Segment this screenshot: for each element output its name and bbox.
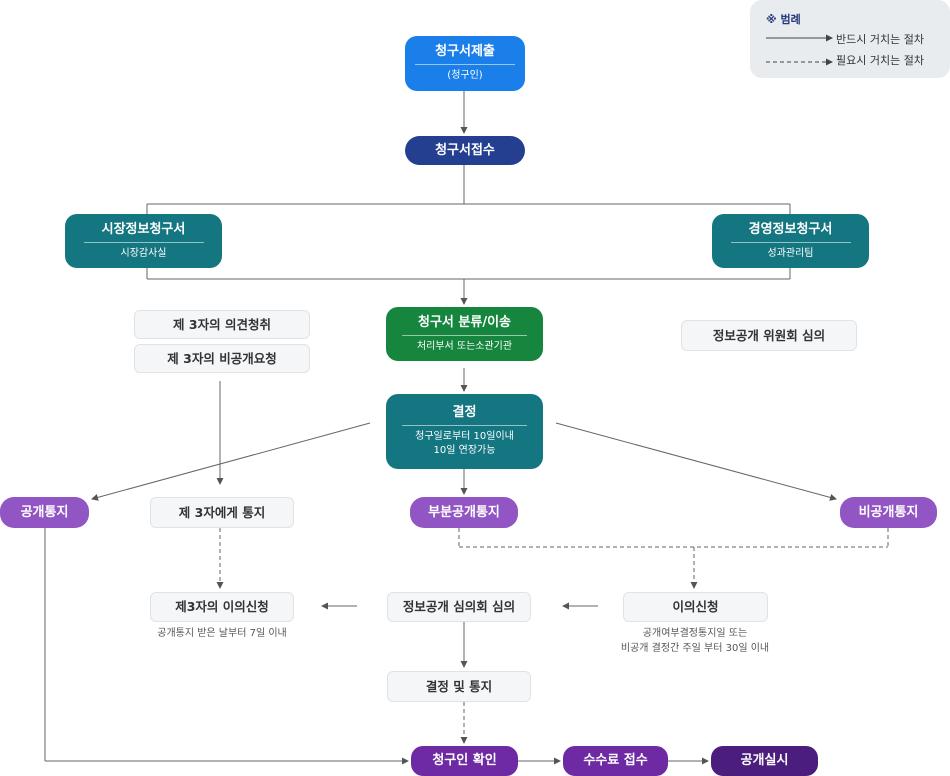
partial-notice-title: 부분공개통지 xyxy=(428,504,500,520)
request-receive-title: 청구서접수 xyxy=(435,142,495,158)
node-partial-notice: 부분공개통지 xyxy=(410,497,518,528)
classify-sub: 처리부서 또는소관기관 xyxy=(416,340,513,352)
legend-title: ※ 범례 xyxy=(766,13,801,26)
node-business-request: 경영정보청구서 성과관리팀 xyxy=(712,214,869,268)
legend-solid-arrow-icon xyxy=(766,34,833,42)
legend-dashed-label: 필요시 거치는 절차 xyxy=(836,54,924,67)
objection-title: 이의신청 xyxy=(672,599,719,614)
divider xyxy=(83,241,204,243)
final-decision-title: 결정 및 통지 xyxy=(425,678,493,694)
committee-mid-title: 정보공개 심의회 심의 xyxy=(402,599,516,614)
objection-caption-1: 공개여부결정통지일 또는 xyxy=(642,628,748,639)
arrow-decision-nonpublic xyxy=(555,422,837,501)
node-objection: 이의신청 xyxy=(623,592,768,622)
objection-caption-2: 비공개 결정간 주일 부터 30일 이내 xyxy=(620,643,770,654)
classify-title: 청구서 분류/이송 xyxy=(418,314,511,330)
decision-title: 결정 xyxy=(452,405,477,420)
arrow-decision-public xyxy=(91,422,371,501)
node-third-party-notice: 제 3자에게 통지 xyxy=(150,497,294,528)
legend-solid-label: 반드시 거치는 절차 xyxy=(836,33,924,46)
decision-sub-1: 청구일로부터 10일이내 xyxy=(415,431,514,442)
third-nondisclose-title: 제 3자의 비공개요청 xyxy=(167,350,277,366)
confirm-title: 청구인 확인 xyxy=(432,753,497,768)
market-request-title: 시장정보청구서 xyxy=(101,221,186,237)
legend: ※ 범례 반드시 거치는 절차 필요시 거치는 절차 xyxy=(750,0,950,78)
third-notice-title: 제 3자에게 통지 xyxy=(178,504,266,520)
execute-title: 공개실시 xyxy=(740,753,789,768)
node-classify: 청구서 분류/이송 처리부서 또는소관기관 xyxy=(386,307,543,361)
divider xyxy=(402,334,527,336)
node-request-submit: 청구서제출 (청구인) xyxy=(405,36,525,91)
divider xyxy=(730,241,851,243)
node-nonpublic-notice: 비공개통지 xyxy=(840,497,937,528)
node-third-objection: 제3자의 이의신청 xyxy=(150,592,294,622)
divider xyxy=(415,64,515,65)
decision-sub-2: 10일 연장가능 xyxy=(433,445,496,456)
third-objection-title: 제3자의 이의신청 xyxy=(175,599,269,614)
node-market-request: 시장정보청구서 시장감사실 xyxy=(65,214,222,268)
node-requester-confirm: 청구인 확인 xyxy=(411,746,518,776)
legend-dashed-arrow-icon xyxy=(766,58,833,66)
public-notice-title: 공개통지 xyxy=(20,504,69,520)
node-request-receive: 청구서접수 xyxy=(405,136,525,165)
request-submit-title: 청구서제출 xyxy=(435,44,495,59)
node-third-opinion: 제 3자의 의견청취 xyxy=(134,310,310,339)
node-decision: 결정 청구일로부터 10일이내 10일 연장가능 xyxy=(386,394,543,469)
fee-title: 수수료 접수 xyxy=(583,753,648,768)
node-public-notice: 공개통지 xyxy=(0,497,89,528)
node-third-nondisclose-request: 제 3자의 비공개요청 xyxy=(134,344,310,373)
nonpublic-notice-title: 비공개통지 xyxy=(858,504,919,520)
divider xyxy=(402,425,527,426)
request-submit-sub: (청구인) xyxy=(447,70,483,81)
third-opinion-title: 제 3자의 의견청취 xyxy=(173,316,271,332)
third-objection-caption: 공개통지 받은 날부터 7일 이내 xyxy=(157,628,287,639)
business-request-title: 경영정보청구서 xyxy=(748,221,833,237)
market-request-sub: 시장감사실 xyxy=(120,247,167,259)
node-fee-receipt: 수수료 접수 xyxy=(563,746,668,776)
business-request-sub: 성과관리팀 xyxy=(767,247,814,259)
node-disclosure-execute: 공개실시 xyxy=(711,746,818,776)
committee-top-title: 정보공개 위원회 심의 xyxy=(712,327,826,343)
node-committee-review-mid: 정보공개 심의회 심의 xyxy=(387,592,531,622)
node-final-decision: 결정 및 통지 xyxy=(387,671,531,702)
node-committee-review-top: 정보공개 위원회 심의 xyxy=(681,320,857,351)
